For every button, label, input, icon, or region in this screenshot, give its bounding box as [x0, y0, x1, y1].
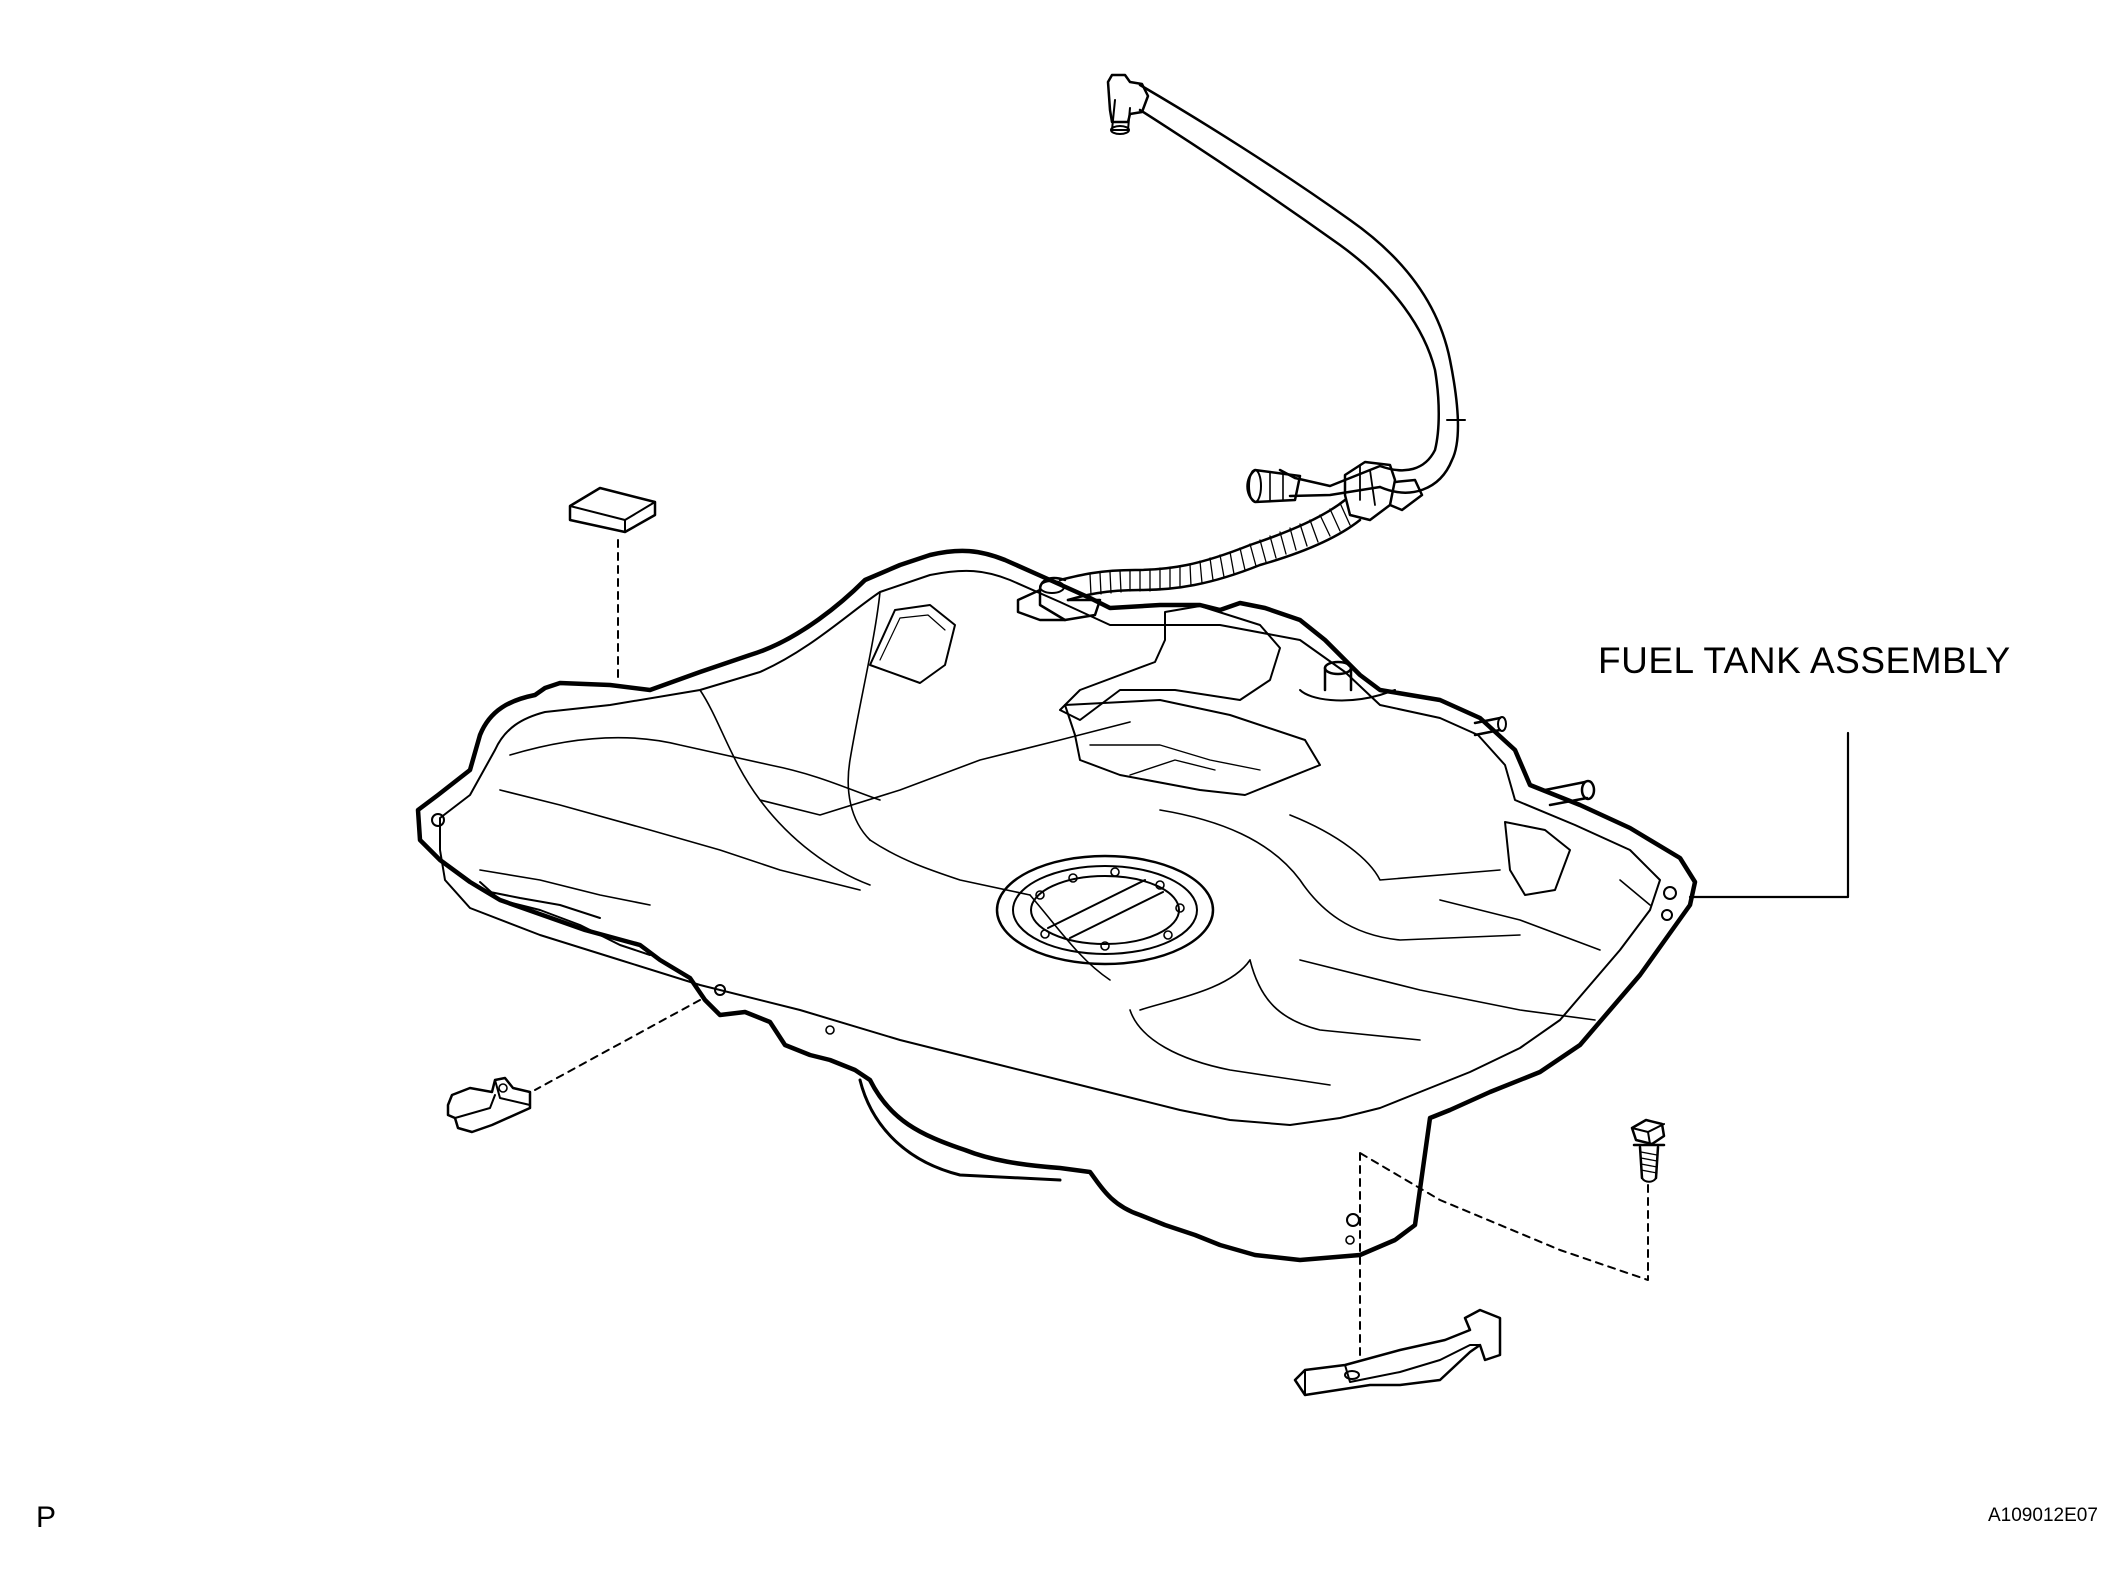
assembly-guide-lines: [534, 539, 1649, 1361]
leader-line: [1688, 731, 1850, 899]
tank-band-icon: [1293, 1308, 1502, 1397]
bolt-icon: [1630, 1118, 1666, 1183]
cushion-pad-icon: [568, 486, 657, 534]
fuel-hose-lower-icon: [1016, 460, 1424, 622]
page-code-label: P: [36, 1501, 57, 1534]
fuel-hose-upper-icon: [1106, 73, 1466, 504]
clip-nut-icon: [446, 1076, 532, 1134]
fuel-tank-icon: [415, 548, 1698, 1263]
part-name-label: FUEL TANK ASSEMBLY: [1598, 640, 2011, 681]
figure-id-label: A109012E07: [1988, 1505, 2098, 1526]
